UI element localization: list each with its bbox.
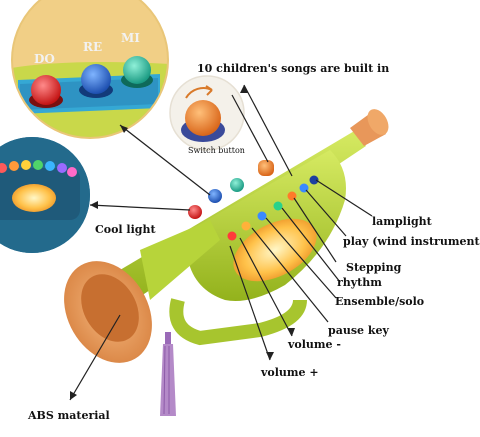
ensemble-label: Ensemble/solo (335, 295, 424, 308)
key-do-button (29, 75, 63, 108)
switch-inset (169, 75, 245, 151)
key-mi-button (121, 56, 153, 88)
lamplight-label: lamplight (372, 215, 433, 228)
abs-material-label: ABS material (27, 409, 110, 422)
key-label-re: RE (83, 40, 102, 54)
volume-minus-label: volume - (287, 338, 341, 351)
cool-light-label: Cool light (95, 223, 156, 236)
key-label-do: DO (34, 52, 55, 66)
callout-arrowheads (70, 85, 295, 400)
switch-button-label: Switch button (188, 146, 245, 155)
rhythm-label: rhythm (337, 276, 382, 289)
cool-light-inset (0, 137, 90, 253)
key-label-mi: MI (121, 31, 140, 45)
pause-key-label: pause key (328, 324, 389, 337)
trumpet (64, 109, 389, 416)
play-label: play (wind instruments) (343, 235, 480, 248)
callout-lines (69, 84, 373, 401)
key-re-button (79, 64, 113, 98)
stepping-label: Stepping (346, 261, 402, 274)
volume-plus-label: volume + (260, 366, 319, 379)
songs-caption: 10 children's songs are built in (197, 62, 389, 75)
